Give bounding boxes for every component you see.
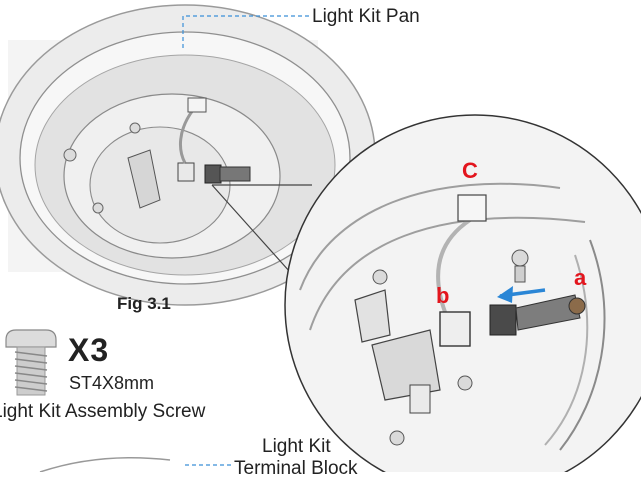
screw-size: ST4X8mm <box>69 373 155 393</box>
detail-bracket-top <box>354 289 391 343</box>
detail-wire <box>436 218 472 313</box>
screw-threads <box>14 351 48 392</box>
screw-name: Light Kit Assembly Screw <box>0 401 206 422</box>
callout-a: a <box>574 265 587 290</box>
detail-screw-bottom <box>389 430 405 446</box>
callout-b: b <box>436 283 450 308</box>
leader-light-kit-pan <box>182 15 310 48</box>
light-kit-pan-overview <box>0 4 376 306</box>
connector-top-small <box>187 97 207 113</box>
detail-connector-a <box>489 304 517 336</box>
screw-illustration <box>5 329 57 396</box>
screw-bottom <box>92 202 104 214</box>
connector-small <box>204 164 222 184</box>
screw-top <box>129 122 141 134</box>
detail-circle <box>284 114 641 472</box>
detail-rim-arc-2 <box>309 216 586 331</box>
detail-connector-c <box>457 194 487 222</box>
light-kit-pan-label: Light Kit Pan <box>312 6 420 27</box>
callout-c: C <box>462 158 478 183</box>
detail-screw-upper <box>511 249 529 267</box>
screw-quantity: X3 <box>68 332 110 368</box>
screw-head <box>5 329 57 348</box>
detail-screw-left <box>372 269 388 285</box>
zoom-line-bottom <box>211 184 291 273</box>
detail-rim-arc-1 <box>299 182 561 291</box>
screw-left <box>63 148 77 162</box>
bottom-ring-arc <box>39 457 171 472</box>
detail-harness-a <box>515 294 581 331</box>
figure-caption: Fig 3.1 <box>117 294 171 313</box>
wire-small <box>179 109 195 164</box>
detail-bracket-plate <box>371 329 441 401</box>
terminal-label-line1: Light Kit <box>262 436 331 457</box>
wire-harness-small <box>219 166 251 182</box>
detail-harness-end <box>568 297 586 315</box>
insert-arrow-head <box>497 286 513 303</box>
pan-center-plate <box>89 126 231 244</box>
detail-screw-lower <box>457 375 473 391</box>
terminal-label-line2: Terminal Block <box>234 458 358 479</box>
detail-terminal-block-b <box>439 311 471 347</box>
detail-lower-block <box>409 384 431 414</box>
mount-bracket <box>127 149 161 209</box>
detail-screw-shaft <box>514 265 526 283</box>
detail-wall-arc-inner <box>544 254 589 446</box>
terminal-block-small <box>177 162 195 182</box>
detail-circle-border <box>284 114 641 472</box>
detail-wall-arc <box>559 239 606 451</box>
